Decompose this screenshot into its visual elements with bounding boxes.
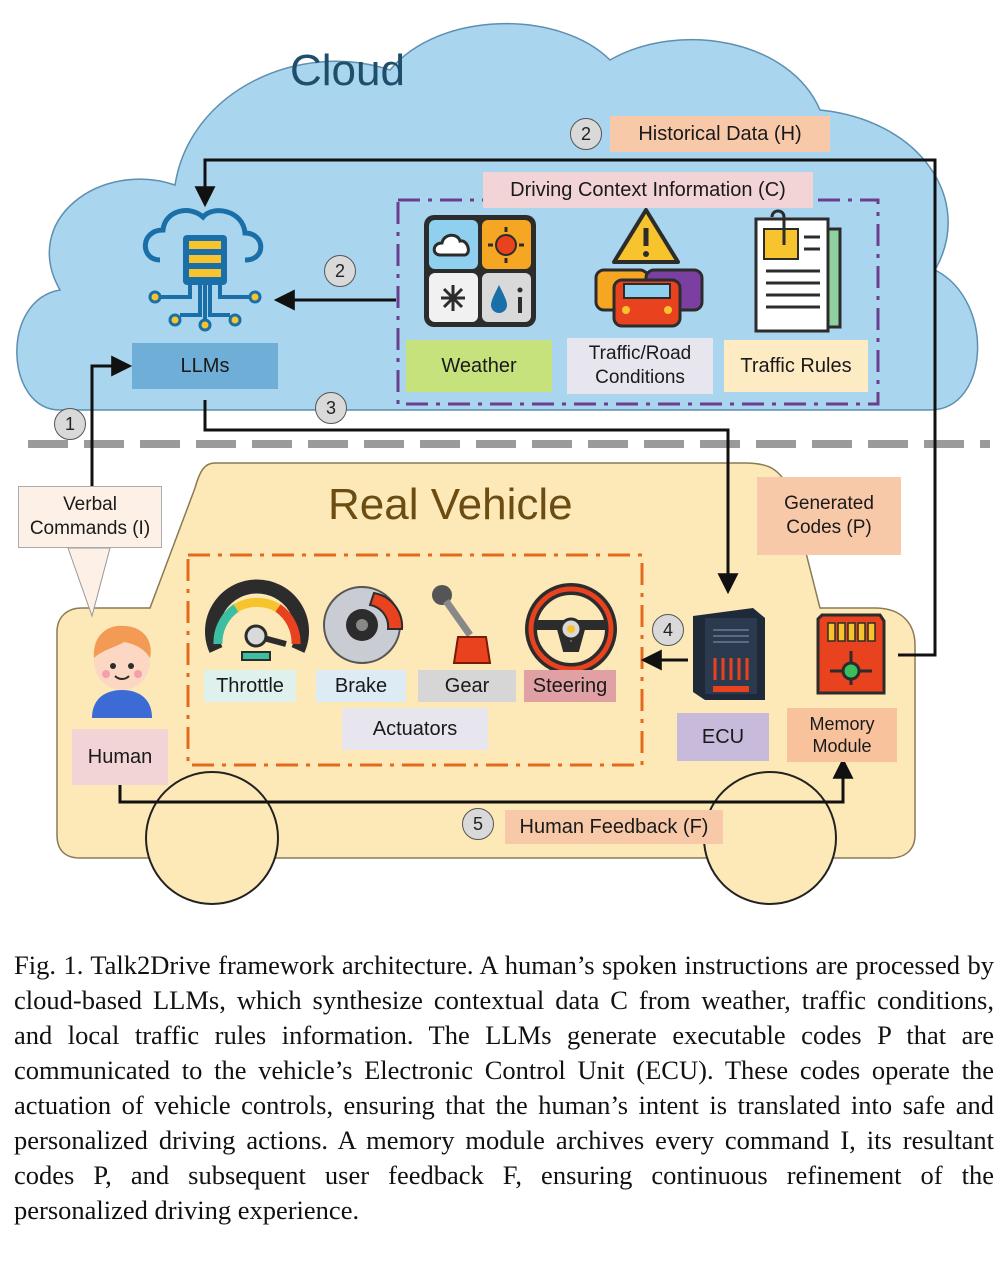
rear-wheel (145, 771, 279, 905)
step-badge: 4 (652, 614, 684, 646)
figure-caption: Fig. 1. Talk2Drive framework architectur… (14, 950, 994, 1225)
actuators-label: Actuators (342, 708, 488, 750)
speedometer-icon (205, 579, 309, 661)
cloud-title: Cloud (290, 46, 405, 95)
weather-icon (424, 215, 536, 327)
historical-data-label: Historical Data (H) (610, 116, 830, 152)
generated-codes-label: Generated Codes (P) (757, 477, 901, 555)
memory-chip-icon (816, 613, 886, 695)
human-feedback-label: Human Feedback (F) (505, 810, 723, 844)
traffic-warning-icon (594, 208, 704, 328)
cloud-server-icon (142, 208, 264, 332)
verbal-commands-bubble: Verbal Commands (I) (18, 486, 162, 548)
memory-module-label: Memory Module (787, 708, 897, 762)
traffic-rules-label: Traffic Rules (724, 340, 868, 392)
brake-label: Brake (316, 670, 406, 702)
step-badge: 2 (570, 118, 602, 150)
step-badge: 3 (315, 392, 347, 424)
steering-wheel-icon (525, 583, 617, 675)
computer-tower-icon (693, 608, 765, 700)
traffic-conditions-label: Traffic/Road Conditions (567, 338, 713, 394)
llms-label: LLMs (132, 343, 278, 389)
step-badge: 5 (462, 808, 494, 840)
gear-label: Gear (418, 670, 516, 702)
vehicle-title: Real Vehicle (328, 480, 573, 529)
brake-disc-icon (323, 586, 404, 664)
speech-bubble-tail (67, 547, 111, 618)
throttle-label: Throttle (204, 670, 296, 702)
context-info-title: Driving Context Information (C) (483, 172, 813, 208)
document-icon (754, 209, 842, 333)
step-badge: 2 (324, 255, 356, 287)
human-label: Human (72, 729, 168, 785)
gear-shift-icon (432, 585, 492, 664)
architecture-diagram: Cloud Real Vehicle Historical Data (H) D… (16, 22, 990, 905)
steering-label: Steering (524, 670, 616, 702)
front-wheel (703, 771, 837, 905)
flow-arrows (90, 158, 937, 804)
step-badge: 1 (54, 408, 86, 440)
ecu-label: ECU (677, 713, 769, 761)
weather-label: Weather (406, 340, 552, 392)
person-icon (92, 625, 152, 718)
